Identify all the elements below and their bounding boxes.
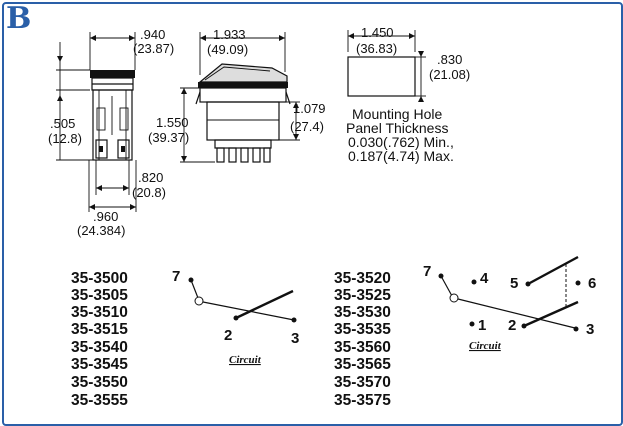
front-body-height-mm: (39.37) [148,130,189,145]
side-height: .505 [50,116,75,131]
terminal-label-6: 6 [588,275,596,292]
front-top-width-mm: (49.09) [207,42,248,57]
part-number: 35-3510 [71,304,128,321]
part-number: 35-3530 [334,304,391,321]
hole-width: 1.450 [361,25,394,40]
terminal-label-5: 5 [510,275,518,292]
part-number: 35-3525 [334,287,391,304]
side-inner-width-mm: (20.8) [132,185,166,200]
terminal-label-3: 3 [586,321,594,338]
part-number: 35-3545 [71,356,128,373]
part-number: 35-3515 [71,321,128,338]
circuit-diagram-right: 7 4 5 6 1 2 3 Circuit [423,255,596,352]
part-number: 35-3560 [334,339,391,356]
mounting-hole: 1.450 (36.83) .830 (21.08) Mounting Hole… [346,25,470,164]
part-number: 35-3520 [334,270,391,287]
terminal-label-7: 7 [172,268,180,285]
mounting-hole-outline [347,56,416,97]
terminal-label-4: 4 [480,270,489,287]
part-number: 35-3505 [71,287,128,304]
circuit-diagram-left: 7 2 3 Circuit [172,268,299,366]
part-list-left: 35-3500 35-3505 35-3510 35-3515 35-3540 … [71,270,128,409]
hole-title: Mounting Hole [352,106,442,122]
front-body-height: 1.550 [156,115,189,130]
part-number: 35-3500 [71,270,128,287]
front-below-bezel: 1.079 [293,101,326,116]
part-number: 35-3540 [71,339,128,356]
panel-thickness-max: 0.187(4.74) Max. [348,148,454,164]
hole-height-mm: (21.08) [429,67,470,82]
figure-label: B [6,1,32,36]
side-inner-width: .820 [138,170,163,185]
circuit-caption: Circuit [229,354,262,366]
part-number: 35-3575 [334,392,391,409]
part-list-right: 35-3520 35-3525 35-3530 35-3535 35-3560 … [334,270,391,409]
side-top-width-mm: (23.87) [133,41,174,56]
lamp-icon [194,296,204,306]
panel-thickness-min: 0.030(.762) Min., [348,134,454,150]
part-number: 35-3565 [334,356,391,373]
side-outer-width: .960 [93,209,118,224]
part-number: 35-3570 [334,374,391,391]
side-height-mm: (12.8) [48,131,82,146]
part-number: 35-3535 [334,321,391,338]
terminal-label-3: 3 [291,330,299,347]
terminal-label-2: 2 [508,317,516,334]
side-top-width: .940 [140,27,165,42]
part-number: 35-3555 [71,392,128,409]
terminal-label-7: 7 [423,263,431,280]
lamp-icon [449,293,459,303]
side-outer-width-mm: (24.384) [77,223,125,238]
front-view: 1.933 (49.09) 1.550 (39.37) 1.079 [148,27,326,163]
terminal-label-2: 2 [224,327,232,344]
hole-width-mm: (36.83) [356,41,397,56]
side-view: .940 (23.87) .505 (12.8) .820 (20.8) [48,27,174,238]
front-top-width: 1.933 [213,27,246,42]
circuit-caption: Circuit [469,340,502,352]
hole-height: .830 [437,52,462,67]
panel-thickness-title: Panel Thickness [346,120,448,136]
part-number: 35-3550 [71,374,128,391]
front-below-bezel-mm: (27.4) [290,119,324,134]
terminal-label-1: 1 [478,317,486,334]
